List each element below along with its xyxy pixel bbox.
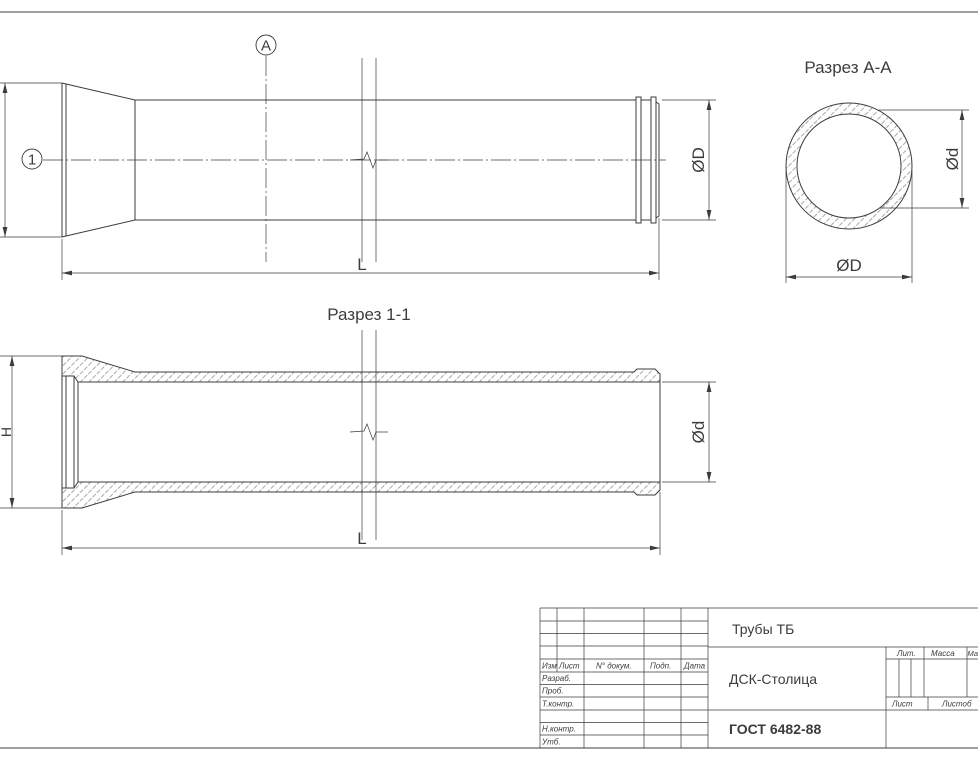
break-zigzag — [349, 151, 388, 169]
dim-outer-diameter-label: ØD — [689, 147, 708, 173]
section-a-callout-circle — [255, 34, 277, 56]
section-11-view: Разрез 1-1 H Ød L — [0, 305, 716, 555]
header-signature: Подп. — [650, 662, 671, 671]
header-sheet-number: Лист — [891, 700, 913, 709]
section-a-callout-label: А — [261, 38, 271, 55]
title-block-info-headers: Лит. Масса Ма Лист Листоб — [891, 649, 978, 709]
dim-section-length-label: L — [357, 529, 366, 548]
section-a-callout: А — [255, 34, 277, 56]
spigot-rings — [635, 96, 660, 224]
position-1-callout-label: 1 — [28, 152, 36, 169]
title-block-info-grid — [708, 646, 978, 748]
role-norm-control: Н.контр. — [542, 725, 576, 734]
title-block-standard: ГОСТ 6482-88 — [729, 721, 821, 737]
header-sheet: Лист — [558, 662, 580, 671]
title-block-roles: Разраб. Проб. Т.контр. Н.контр. Утб. — [541, 674, 576, 747]
role-checker: Проб. — [542, 687, 563, 696]
dim-ring-outer-label: ØD — [836, 256, 862, 275]
header-change: Изм — [542, 662, 557, 671]
sheet-frame — [0, 11, 978, 749]
header-document-number: N° докум. — [596, 662, 632, 671]
section-break-zigzag — [349, 423, 388, 441]
header-letter: Лит. — [896, 649, 916, 658]
role-approver: Утб. — [541, 738, 561, 747]
header-mass: Масса — [931, 649, 955, 658]
position-1-callout: 1 — [21, 148, 43, 170]
role-tech-control: Т.контр. — [542, 700, 574, 709]
dim-inner-diameter-label: Ød — [943, 148, 962, 171]
position-1-callout-circle — [21, 148, 43, 170]
dim-bore-label: Ød — [689, 421, 708, 444]
pipe-front-view: А 1 ØD L — [0, 34, 716, 280]
header-scale: Ма — [968, 649, 978, 658]
section-aa-view: Разрез А-А Ød ØD — [785, 58, 969, 283]
title-block-revision-headers: Изм Лист N° докум. Подп. Дата — [542, 662, 706, 671]
title-block-revision-grid — [539, 607, 978, 748]
dim-height-label: H — [0, 427, 14, 437]
role-developer: Разраб. — [542, 674, 571, 683]
header-sheet-total: Листоб — [941, 700, 972, 709]
title-block-organization: ДСК-Столица — [729, 671, 817, 687]
section-aa-title: Разрез А-А — [804, 58, 892, 77]
title-block: Трубы ТБ ДСК-Столица ГОСТ 6482-88 Изм Ли… — [539, 607, 978, 748]
dim-length-label: L — [357, 255, 366, 274]
section-11-title: Разрез 1-1 — [327, 305, 410, 324]
pipe-ring-section — [785, 102, 913, 230]
title-block-document-name: Трубы ТБ — [732, 621, 794, 637]
header-date: Дата — [683, 662, 706, 671]
pipe-wall-bottom-section — [61, 481, 661, 509]
socket-inner-faces — [61, 356, 79, 508]
pipe-wall-top-section — [61, 355, 661, 383]
